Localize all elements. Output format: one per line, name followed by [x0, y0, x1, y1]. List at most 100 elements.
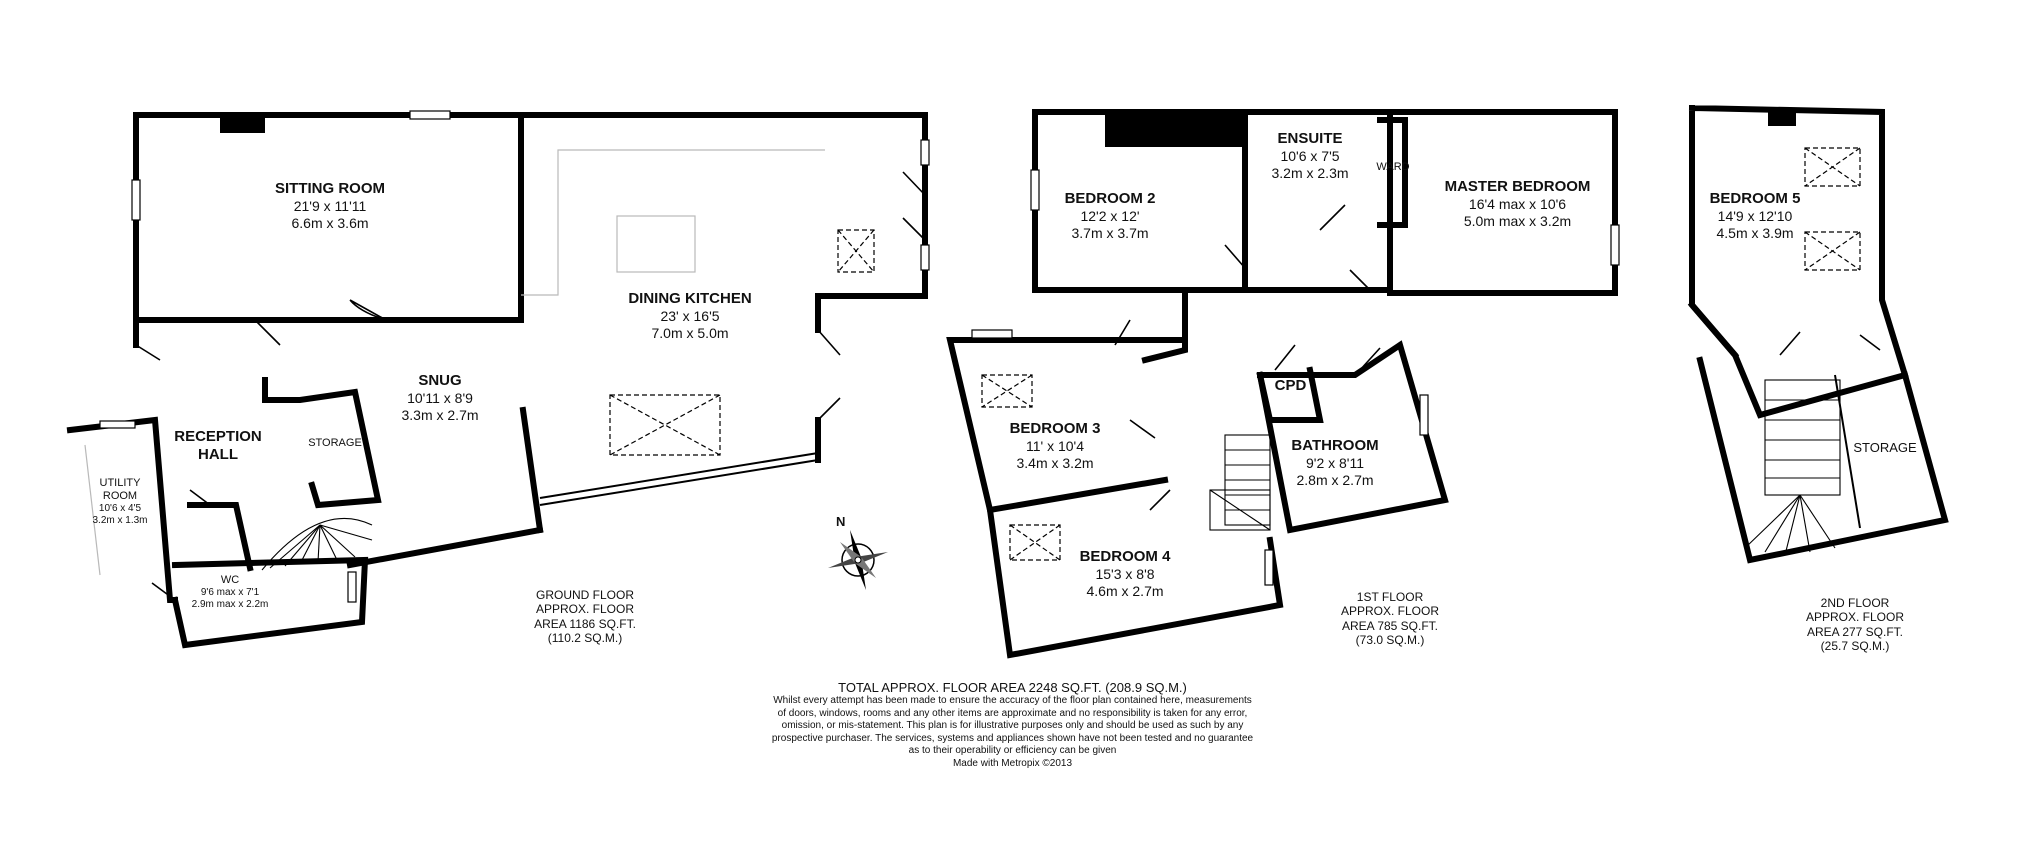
kitchen-lower-wall	[539, 459, 819, 506]
room-name: SITTING ROOM	[275, 180, 385, 197]
room-name-line-2: HALL	[198, 446, 238, 463]
room-label-dining-kitchen: DINING KITCHEN 23' x 16'5 7.0m x 5.0m	[610, 290, 770, 342]
window	[920, 244, 930, 271]
room-dimensions-imperial: 9'6 max x 7'1	[200, 587, 260, 599]
room-name: ENSUITE	[1277, 130, 1343, 147]
staircase	[1744, 379, 1841, 556]
room-label-ensuite: ENSUITE 10'6 x 7'5 3.2m x 2.3m	[1255, 130, 1365, 182]
total-floor-area: TOTAL APPROX. FLOOR AREA 2248 SQ.FT. (20…	[838, 680, 1187, 695]
snug-right-wall	[519, 406, 544, 534]
ground-floor-area-summary: GROUND FLOOR APPROX. FLOOR AREA 1186 SQ.…	[510, 588, 660, 646]
door-swing	[135, 319, 281, 361]
hall-inner-wall	[187, 502, 254, 572]
bedroom-5-walls	[1688, 104, 1909, 419]
chimney-breast	[1768, 108, 1796, 126]
utility-worktop	[84, 444, 101, 576]
room-label-utility-room: UTILITY ROOM 10'6 x 4'5 3.2m x 1.3m	[80, 477, 160, 527]
hall-storage-walls	[262, 377, 382, 509]
summary-line: AREA 277 SQ.FT.	[1806, 624, 1904, 639]
disclaimer-line: omission, or mis-statement. This plan is…	[781, 720, 1244, 731]
room-label-bedroom-2: BEDROOM 2 12'2 x 12' 3.7m x 3.7m	[1050, 190, 1170, 242]
skylight	[609, 394, 721, 456]
summary-line: AREA 785 SQ.FT.	[1341, 618, 1439, 633]
kitchen-worktop	[521, 149, 825, 296]
room-dimensions-metric: 4.5m x 3.9m	[1716, 224, 1794, 241]
plan-footer: TOTAL APPROX. FLOOR AREA 2248 SQ.FT. (20…	[745, 680, 1280, 770]
room-name: WARD	[1376, 161, 1410, 173]
window	[1030, 169, 1040, 211]
room-dimensions-metric: 3.7m x 3.7m	[1071, 224, 1149, 241]
room-dimensions-imperial: 23' x 16'5	[660, 308, 720, 324]
room-dimensions-metric: 7.0m x 5.0m	[651, 324, 729, 341]
room-dimensions-imperial: 16'4 max x 10'6	[1468, 196, 1567, 212]
door-swing	[1779, 331, 1881, 356]
room-dimensions-metric: 3.2m x 2.3m	[1271, 164, 1349, 181]
second-floor-area-summary: 2ND FLOOR APPROX. FLOOR AREA 277 SQ.FT. …	[1790, 596, 1920, 654]
room-dimensions-metric: 3.4m x 3.2m	[1016, 454, 1094, 471]
room-dimensions-metric: 3.2m x 1.3m	[92, 515, 148, 527]
room-dimensions-imperial: 12'2 x 12'	[1080, 208, 1140, 224]
room-label-wardrobe: WARD	[1373, 161, 1413, 174]
room-name: SNUG	[418, 372, 462, 389]
door-swing	[1149, 489, 1171, 511]
disclaimer-line: of doors, windows, rooms and any other i…	[777, 707, 1248, 719]
summary-line: APPROX. FLOOR	[1340, 604, 1440, 619]
cpd-walls	[1256, 366, 1324, 423]
disclaimer-line: prospective purchaser. The services, sys…	[771, 732, 1254, 744]
bedroom-5-lower-wall	[1687, 300, 1740, 360]
door-swing	[349, 299, 387, 321]
room-label-wc: WC 9'6 max x 7'1 2.9m max x 2.2m	[180, 574, 280, 611]
skylight	[837, 229, 875, 273]
compass-icon	[828, 530, 888, 590]
summary-line: (110.2 SQ.M.)	[547, 631, 623, 646]
room-dimensions-imperial: 10'11 x 8'9	[407, 390, 473, 406]
room-label-bathroom: BATHROOM 9'2 x 8'11 2.8m x 2.7m	[1275, 437, 1395, 489]
chimney-breast	[220, 115, 265, 133]
summary-line: GROUND FLOOR	[535, 588, 634, 602]
ground-floor-plan	[66, 110, 930, 649]
dining-kitchen-walls	[518, 112, 928, 299]
room-dimensions-metric: 5.0m max x 3.2m	[1463, 212, 1572, 229]
room-name: RECEPTION	[174, 428, 262, 445]
room-label-cpd: CPD	[1268, 377, 1313, 395]
skylight	[1804, 231, 1861, 271]
room-name: BATHROOM	[1291, 437, 1379, 454]
window	[409, 110, 451, 120]
room-label-snug: SNUG 10'11 x 8'9 3.3m x 2.7m	[380, 372, 500, 424]
room-name: WC	[220, 574, 240, 586]
window	[920, 139, 930, 166]
disclaimer-text: Whilst every attempt has been made to en…	[745, 695, 1280, 770]
room-dimensions-imperial: 14'9 x 12'10	[1717, 208, 1793, 224]
skylight	[1009, 524, 1061, 561]
room-name: BEDROOM 3	[1009, 420, 1101, 437]
room-name: STORAGE	[308, 437, 362, 449]
second-floor-walls	[1696, 356, 1949, 564]
door-swing	[189, 489, 211, 506]
ensuite-walls	[1242, 109, 1393, 293]
wc-walls	[171, 556, 369, 649]
room-dimensions-metric: 4.6m x 2.7m	[1086, 582, 1164, 599]
disclaimer-line: as to their operability or efficiency ca…	[908, 745, 1117, 756]
room-label-reception-hall: RECEPTION HALL	[163, 428, 273, 464]
window	[1610, 224, 1620, 266]
room-label-master-bedroom: MASTER BEDROOM 16'4 max x 10'6 5.0m max …	[1435, 178, 1600, 230]
room-dimensions-imperial: 21'9 x 11'11	[293, 198, 367, 214]
room-label-storage: STORAGE	[300, 437, 370, 450]
wardrobe-walls	[1377, 117, 1408, 228]
window	[1419, 394, 1429, 436]
summary-line: (73.0 SQ.M.)	[1355, 633, 1425, 648]
room-name: BEDROOM 5	[1709, 190, 1801, 207]
window	[1264, 549, 1274, 586]
window	[99, 420, 136, 429]
summary-line: (25.7 SQ.M.)	[1820, 639, 1890, 654]
door-swing	[1224, 204, 1371, 291]
room-dimensions-metric: 2.9m max x 2.2m	[191, 599, 269, 611]
room-dimensions-imperial: 10'6 x 7'5	[1280, 148, 1340, 164]
summary-line: APPROX. FLOOR	[1805, 610, 1905, 625]
chimney-breast	[1105, 112, 1245, 147]
room-label-bedroom-4: BEDROOM 4 15'3 x 8'8 4.6m x 2.7m	[1065, 548, 1185, 600]
room-name-line-2: ROOM	[102, 490, 138, 503]
door-swing	[1274, 344, 1381, 371]
second-floor-plan	[1687, 104, 1949, 564]
